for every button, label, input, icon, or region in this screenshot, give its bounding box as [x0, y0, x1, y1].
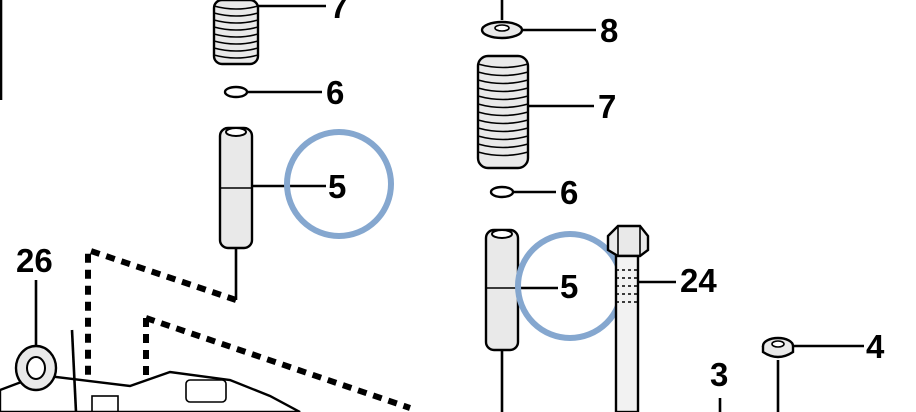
o-ring-6-right — [489, 185, 515, 199]
dashed-outline-lower — [143, 315, 411, 412]
callout-r7: 7 — [598, 88, 616, 125]
callout-l7: 7 — [330, 0, 348, 25]
callout-l6: 6 — [326, 74, 344, 111]
callout-l5: 5 — [328, 168, 346, 205]
callout-l26: 26 — [16, 242, 53, 279]
spring-7-left — [212, 0, 260, 66]
spring-7-right — [476, 54, 530, 170]
callout-r24: 24 — [680, 262, 717, 299]
callout-r5: 5 — [560, 268, 578, 305]
callout-r3: 3 — [710, 356, 728, 393]
washer-26-hole — [26, 356, 46, 380]
dashed-outline-upper — [85, 245, 237, 412]
bolt-24 — [606, 224, 650, 412]
highlight-circle-l5 — [284, 129, 394, 239]
sleeve-5-left — [218, 126, 254, 300]
o-ring-6-left — [223, 85, 249, 99]
housing-body — [0, 329, 301, 412]
callout-r4: 4 — [866, 328, 885, 365]
callout-r6: 6 — [560, 174, 578, 211]
sleeve-5-right — [484, 228, 520, 412]
callout-r8: 8 — [600, 12, 618, 49]
nut-4 — [761, 336, 795, 412]
washer-8 — [480, 0, 524, 40]
